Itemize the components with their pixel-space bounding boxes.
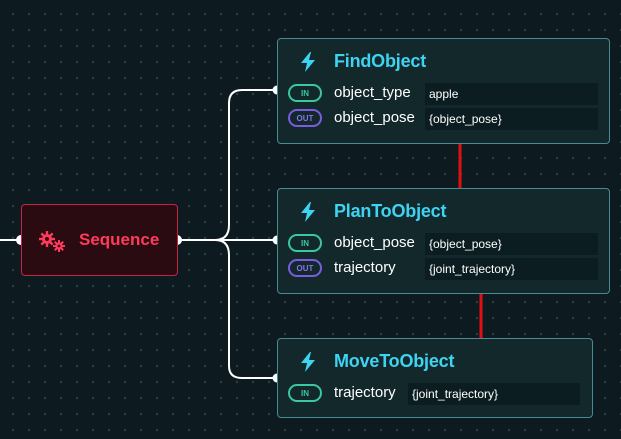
port-name: object_pose	[334, 109, 415, 126]
out-port-badge[interactable]: OUT	[288, 259, 322, 277]
port-name: object_pose	[334, 234, 415, 251]
findobject-node[interactable]: FindObject IN object_type apple OUT obje…	[277, 38, 610, 144]
gears-icon	[39, 231, 65, 252]
port-value-field[interactable]: {joint_trajectory}	[408, 383, 580, 405]
in-port-badge[interactable]: IN	[288, 384, 322, 402]
node-title: MoveToObject	[334, 351, 455, 371]
port-value-field[interactable]: {object_pose}	[425, 108, 598, 130]
port-value-field[interactable]: {object_pose}	[425, 233, 598, 255]
port-name: object_type	[334, 84, 411, 101]
out-port-badge[interactable]: OUT	[288, 109, 322, 127]
lightning-icon	[301, 352, 315, 372]
sequence-label: Sequence	[79, 230, 160, 249]
sequence-node[interactable]: Sequence	[21, 204, 178, 276]
port-value-field[interactable]: {joint_trajectory}	[425, 258, 598, 280]
plantoobject-node[interactable]: PlanToObject IN object_pose {object_pose…	[277, 188, 610, 294]
in-port-badge[interactable]: IN	[288, 84, 322, 102]
port-name: trajectory	[334, 384, 396, 401]
port-value-field[interactable]: apple	[425, 83, 598, 105]
wire-to-findobject	[214, 89, 276, 241]
node-title: FindObject	[334, 51, 426, 71]
port-name: trajectory	[334, 259, 396, 276]
node-title: PlanToObject	[334, 201, 447, 221]
wire-to-movetoobject	[214, 239, 276, 379]
in-port-badge[interactable]: IN	[288, 234, 322, 252]
lightning-icon	[301, 52, 315, 72]
lightning-icon	[301, 202, 315, 222]
movetoobject-node[interactable]: MoveToObject IN trajectory {joint_trajec…	[277, 338, 593, 418]
